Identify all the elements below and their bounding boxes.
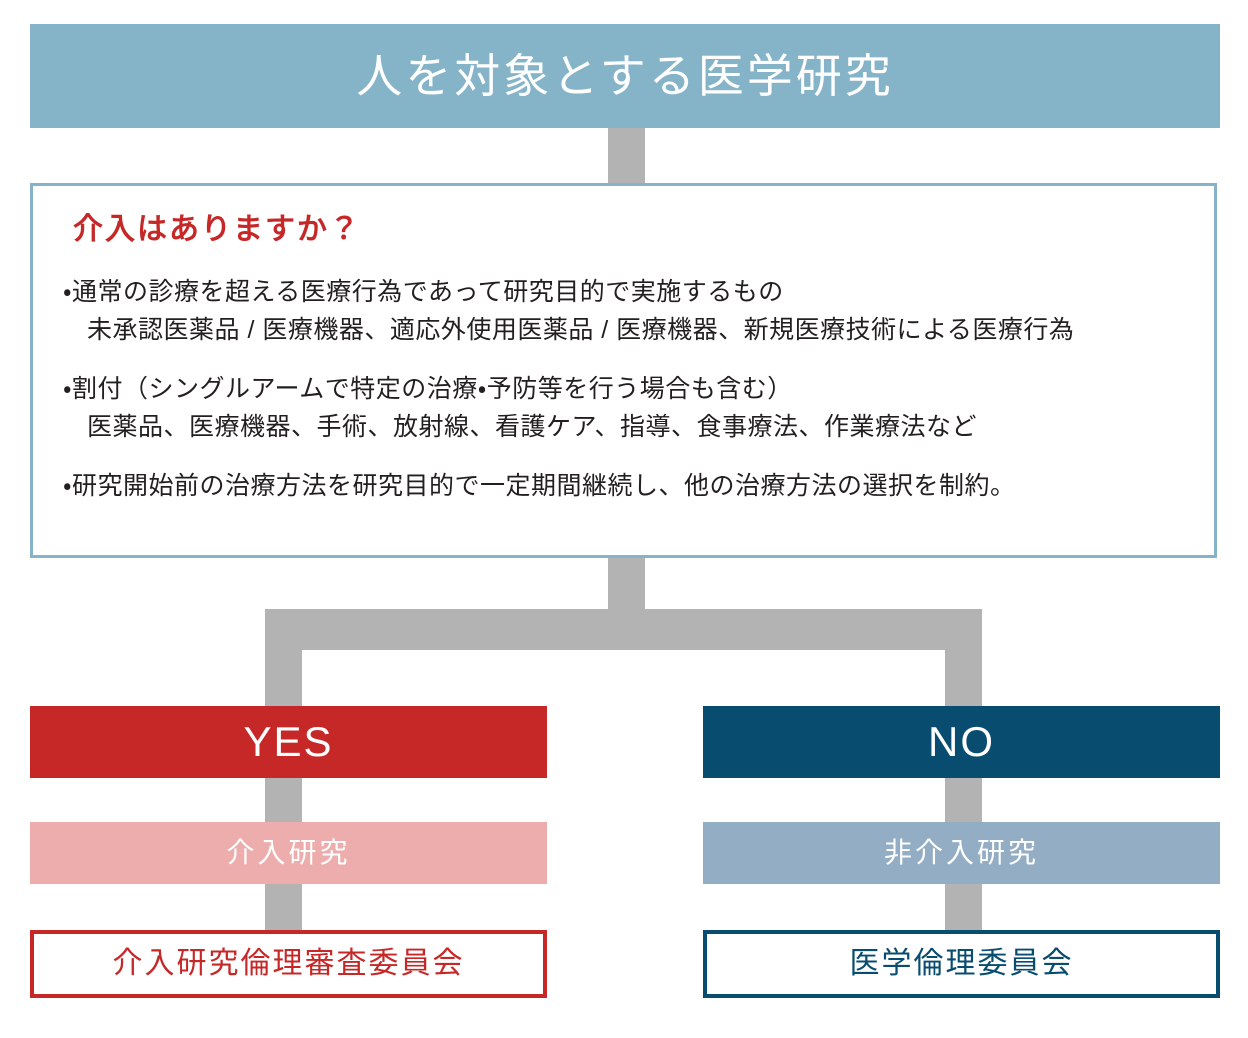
criterion-item: ・研究開始前の治療方法を研究目的で一定期間継続し、他の治療方法の選択を制約。 (63, 468, 1198, 506)
connector-no-to-study-type (945, 770, 982, 830)
criterion-main-text: ・研究開始前の治療方法を研究目的で一定期間継続し、他の治療方法の選択を制約。 (63, 472, 1016, 500)
criterion-item: ・通常の診療を超える医療行為であって研究目的で実施するもの 未承認医薬品 / 医… (63, 274, 1198, 349)
connector-question-stem (608, 556, 645, 609)
connector-drop-right (945, 609, 982, 719)
criterion-main-text: ・割付（シングルアームで特定の治療・予防等を行う場合も含む） (63, 375, 793, 403)
study-type-label-intervention: 介入研究 (226, 837, 351, 868)
connector-header-to-question (608, 124, 645, 186)
answer-label-yes: YES (243, 718, 334, 765)
committee-box-intervention: 介入研究倫理審査委員会 (30, 930, 547, 998)
criterion-main-text: ・通常の診療を超える医療行為であって研究目的で実施するもの (63, 278, 784, 306)
connector-yes-to-study-type (265, 770, 302, 830)
criterion-item: ・割付（シングルアームで特定の治療・予防等を行う場合も含む） 医薬品、医療機器、… (63, 371, 1198, 446)
committee-label-intervention: 介入研究倫理審査委員会 (112, 947, 465, 980)
question-title: 介入はありますか？ (73, 213, 361, 246)
header-title: 人を対象とする医学研究 (356, 50, 894, 102)
question-box: 介入はありますか？ ・通常の診療を超える医療行為であって研究目的で実施するもの … (30, 183, 1217, 558)
criteria-list: ・通常の診療を超える医療行為であって研究目的で実施するもの 未承認医薬品 / 医… (63, 274, 1198, 506)
answer-bar-yes: YES (30, 706, 547, 778)
study-type-bar-non-intervention: 非介入研究 (703, 822, 1220, 884)
answer-label-no: NO (928, 718, 995, 765)
criterion-sub-text: 未承認医薬品 / 医療機器、適応外使用医薬品 / 医療機器、新規医療技術による医… (87, 315, 1075, 344)
connector-drop-left (265, 609, 302, 719)
committee-label-non-intervention: 医学倫理委員会 (849, 947, 1074, 980)
answer-bar-no: NO (703, 706, 1220, 778)
header-banner: 人を対象とする医学研究 (30, 24, 1220, 128)
connector-horizontal-split (265, 609, 982, 650)
study-type-bar-intervention: 介入研究 (30, 822, 547, 884)
criterion-sub-text: 医薬品、医療機器、手術、放射線、看護ケア、指導、食事療法、作業療法など (87, 412, 978, 441)
connector-study-type-to-committee-right (945, 878, 982, 936)
study-type-label-non-intervention: 非介入研究 (883, 837, 1039, 868)
committee-box-non-intervention: 医学倫理委員会 (703, 930, 1220, 998)
connector-study-type-to-committee-left (265, 878, 302, 936)
